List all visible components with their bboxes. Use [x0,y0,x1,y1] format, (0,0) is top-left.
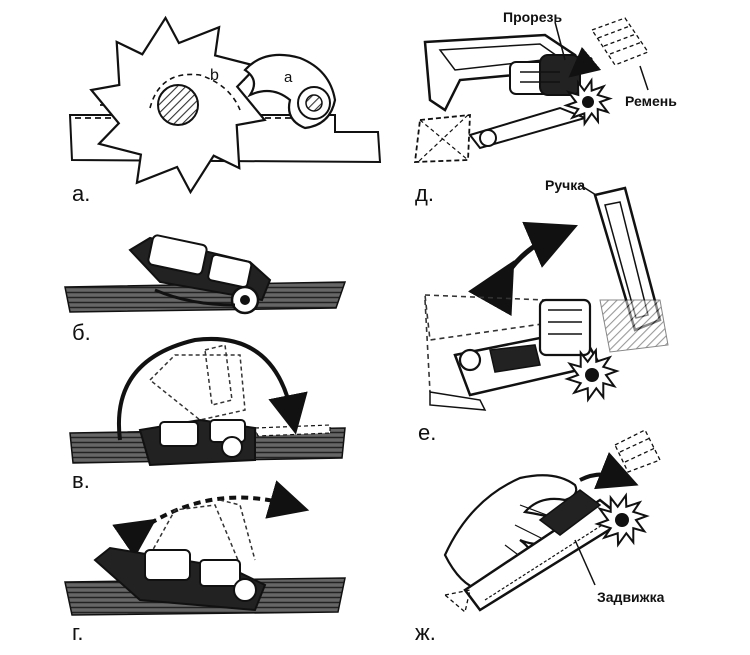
panel-v [69,337,346,467]
panel-label-zh: ж. [415,620,436,645]
ratchet-wheel-icon [89,15,267,195]
panel-b [64,234,347,315]
panel-label-v: в. [72,468,90,493]
ratchet-buckle-icon [413,33,589,163]
pawl-icon [243,53,337,130]
strap-icon [614,429,661,473]
double-arrow-icon [467,221,578,317]
ratchet-buckle-icon [128,234,272,315]
ratchet-buckle-icon [93,546,267,612]
curved-arrow-icon [117,337,308,441]
panel-label-b: б. [72,320,91,345]
panel-g [64,480,346,616]
callout-slot: Прорезь [503,9,563,25]
panel-d [413,17,649,163]
strap-icon [591,17,649,66]
panel-label-e: е. [418,420,437,445]
panel-a: a b [68,15,382,195]
panel-zh [443,429,661,614]
callout-latch: Задвижка [597,589,665,605]
panel-label-d: д. [415,181,434,206]
panel-e [424,184,669,411]
callout-strap: Ремень [625,93,677,109]
ratchet-buckle-icon [429,186,669,411]
ratchet-buckle-icon [138,418,256,467]
panel-label-g: г. [72,620,84,645]
ghost-buckle [148,344,246,421]
panel-label-a: а. [72,181,91,206]
pawl-label: a [284,69,293,86]
ghost-buckle [424,294,572,393]
callout-handle: Ручка [545,177,586,193]
wheel-label: b [210,67,219,84]
ghost-buckle [149,499,256,566]
double-arrow-icon [112,480,310,558]
